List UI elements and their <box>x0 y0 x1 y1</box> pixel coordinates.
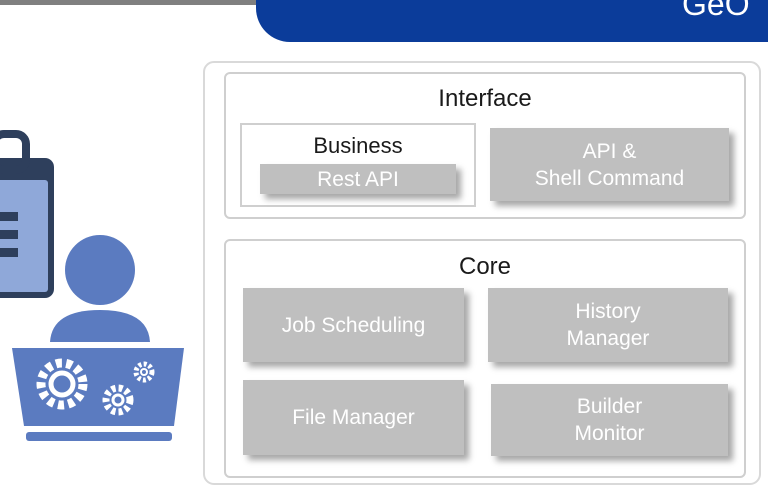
builder-monitor-label-line1: Builder <box>576 395 643 418</box>
history-manager-label-line2: Manager <box>566 327 650 350</box>
history-manager-box: History Manager <box>488 288 728 362</box>
clipboard-icon <box>0 130 54 298</box>
builder-monitor-box: Builder Monitor <box>491 384 728 456</box>
header-banner: GeO <box>256 0 768 42</box>
laptop-icon <box>12 348 184 441</box>
developer-illustration <box>0 130 184 441</box>
interface-title: Interface <box>438 85 532 112</box>
rest-api-box: Rest API <box>260 164 456 194</box>
gears-icon <box>36 358 155 416</box>
business-title: Business <box>313 133 403 158</box>
builder-monitor-label-line2: Monitor <box>574 422 645 445</box>
banner-title: GeO <box>682 0 750 22</box>
person-icon <box>50 235 150 342</box>
top-gray-bar <box>0 0 262 5</box>
job-scheduling-box: Job Scheduling <box>243 288 464 362</box>
architecture-panel <box>203 61 761 485</box>
core-title: Core <box>458 253 512 280</box>
rest-api-label: Rest API <box>317 167 399 191</box>
job-scheduling-label: Job Scheduling <box>281 313 426 337</box>
api-shell-label-line2: Shell Command <box>534 166 685 190</box>
file-manager-label: File Manager <box>292 406 415 429</box>
api-shell-label-line1: API & <box>582 139 637 163</box>
api-shell-command-box: API & Shell Command <box>490 128 729 201</box>
file-manager-box: File Manager <box>243 380 464 455</box>
history-manager-label-line1: History <box>575 300 641 323</box>
